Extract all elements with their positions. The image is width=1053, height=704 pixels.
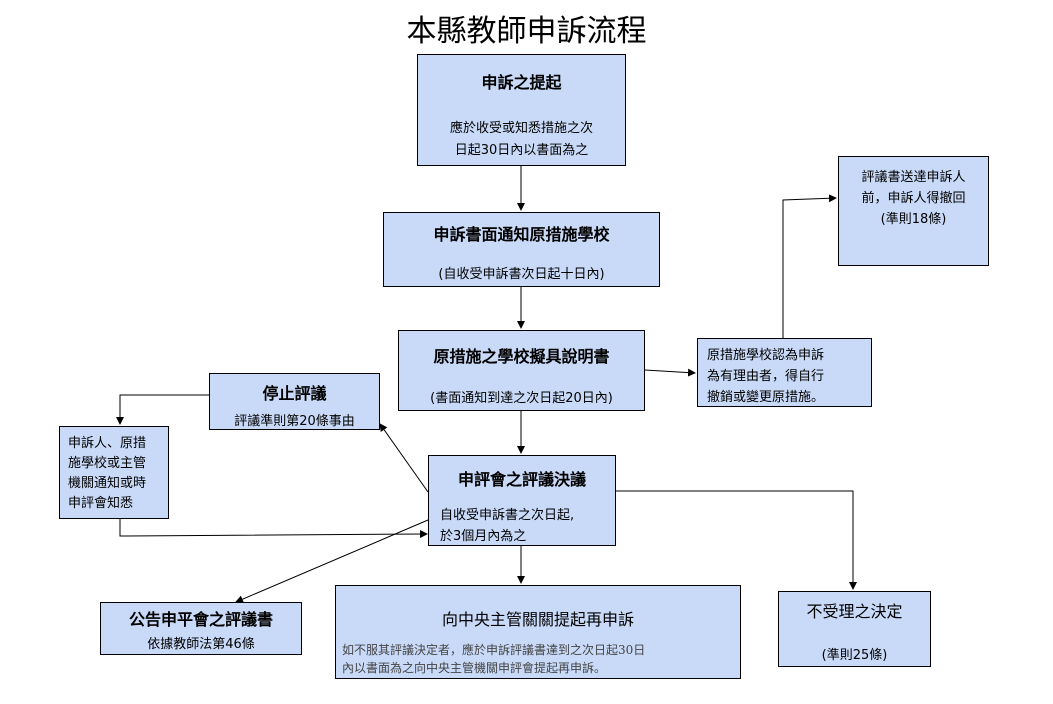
withdraw-line-3: (準則18條) — [880, 212, 947, 227]
notify-party-line-2: 施學校或主管 — [68, 456, 147, 471]
filing-box: 申訴之提起 應於收受或知悉措施之次 日起30日內以書面為之 — [417, 54, 626, 166]
arrow-decision-to-publish — [235, 519, 429, 603]
arrow-decision-to-reject — [616, 490, 857, 590]
appeal-note-1: 如不服其評議決定者，應於申訴評議書達到之次日起30日 — [342, 643, 646, 657]
publish-box: 公告申平會之評議書 依據教師法第46條 — [100, 602, 302, 655]
school-revoke-line-2: 為有理由者，得自行 — [707, 369, 825, 384]
arrow-revoke-to-withdraw — [782, 194, 837, 338]
school-revoke-box: 原措施學校認為申訴 為有理由者，得自行 撤銷或變更原措施。 — [697, 338, 872, 407]
page-title: 本縣教師申訴流程 — [406, 14, 647, 49]
arrow-party-to-decision — [119, 519, 428, 539]
decision-body-1: 自收受申訴書之次日起, — [440, 508, 575, 523]
notify-heading: 申訴書面通知原措施學校 — [433, 225, 610, 244]
appeal-box: 向中央主管關關提起再申訴 如不服其評議決定者，應於申訴評議書達到之次日起30日 … — [335, 585, 741, 679]
arrow-stop-to-party — [116, 394, 209, 425]
explain-box: 原措施之學校擬具說明書 (書面通知到達之次日起20日內) — [398, 330, 645, 411]
notify-party-line-3: 機關通知或時 — [68, 476, 147, 491]
publish-body: 依據教師法第46條 — [147, 637, 255, 652]
arrow-explain-to-revoke — [644, 368, 696, 377]
filing-heading: 申訴之提起 — [481, 73, 562, 92]
notify-party-line-4: 申評會知悉 — [68, 496, 134, 511]
notify-box: 申訴書面通知原措施學校 (自收受申訴書次日起十日內) — [383, 212, 660, 287]
decision-box: 申評會之評議決議 自收受申訴書之次日起, 於3個月內為之 — [428, 455, 616, 546]
reject-body: (準則25條) — [821, 648, 888, 663]
reject-box: 不受理之決定 (準則25條) — [778, 591, 931, 667]
appeal-note-2: 內以書面為之向中央主管機關申評會提起再申訴。 — [342, 661, 607, 675]
stop-box: 停止評議 評議準則第20條事由 — [209, 373, 380, 430]
notify-party-box: 申訴人、原措 施學校或主管 機關通知或時 申評會知悉 — [59, 426, 169, 519]
withdraw-box: 評議書送達申訴人 前，申訴人得撤回 (準則18條) — [838, 156, 989, 266]
arrow-decision-to-stop — [379, 423, 429, 493]
explain-heading: 原措施之學校擬具說明書 — [433, 347, 610, 366]
stop-body: 評議準則第20條事由 — [234, 414, 355, 429]
appeal-heading: 向中央主管關關提起再申訴 — [441, 610, 634, 629]
notify-body: (自收受申訴書次日起十日內) — [438, 267, 605, 282]
publish-heading: 公告申平會之評議書 — [128, 610, 273, 629]
decision-body-2: 於3個月內為之 — [440, 529, 527, 544]
stop-heading: 停止評議 — [262, 384, 327, 403]
withdraw-line-2: 前，申訴人得撤回 — [861, 191, 966, 206]
reject-heading: 不受理之決定 — [806, 602, 903, 621]
decision-heading: 申評會之評議決議 — [457, 470, 586, 489]
explain-body: (書面通知到達之次日起20日內) — [430, 391, 613, 406]
filing-body-2: 日起30日內以書面為之 — [454, 143, 589, 158]
school-revoke-line-3: 撤銷或變更原措施。 — [707, 390, 825, 405]
withdraw-line-1: 評議書送達申訴人 — [861, 170, 966, 185]
school-revoke-line-1: 原措施學校認為申訴 — [707, 348, 825, 363]
notify-party-line-1: 申訴人、原措 — [68, 436, 147, 451]
filing-body-1: 應於收受或知悉措施之次 — [449, 121, 593, 136]
